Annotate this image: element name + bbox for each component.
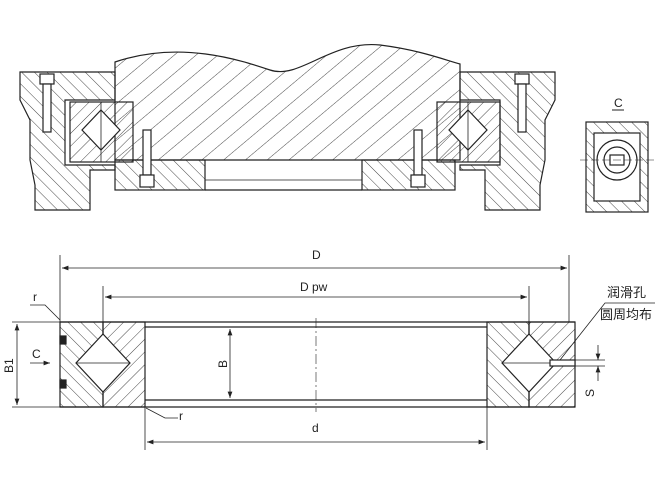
left-clamp-ring [114, 159, 206, 191]
left-bearing [69, 101, 134, 163]
detail-c-view [580, 121, 655, 213]
radius-outer-label: r [33, 290, 37, 304]
dim-S-label: S [583, 389, 597, 397]
right-housing [459, 71, 556, 211]
section-view [59, 318, 576, 412]
note-evenly-distributed: 圆周均布 [600, 308, 652, 323]
dimensions [12, 255, 655, 450]
dim-D-label: D [312, 248, 321, 262]
detail-c-label: C [614, 96, 623, 110]
note-lubrication-hole: 润滑孔 [607, 286, 646, 301]
dim-Dpw-label: D pw [300, 280, 328, 294]
shaft [114, 44, 461, 161]
assembly-view [19, 44, 655, 213]
dim-B1-label: B1 [2, 358, 16, 373]
lubrication-hole [549, 359, 576, 367]
dim-C-label: C [32, 347, 41, 361]
right-clamp-ring [361, 159, 456, 191]
right-bearing [436, 101, 501, 163]
radius-inner-label: r [179, 409, 183, 423]
dim-d-label: d [312, 421, 319, 435]
dim-B-label: B [216, 360, 230, 368]
bolt-icon [39, 73, 530, 188]
